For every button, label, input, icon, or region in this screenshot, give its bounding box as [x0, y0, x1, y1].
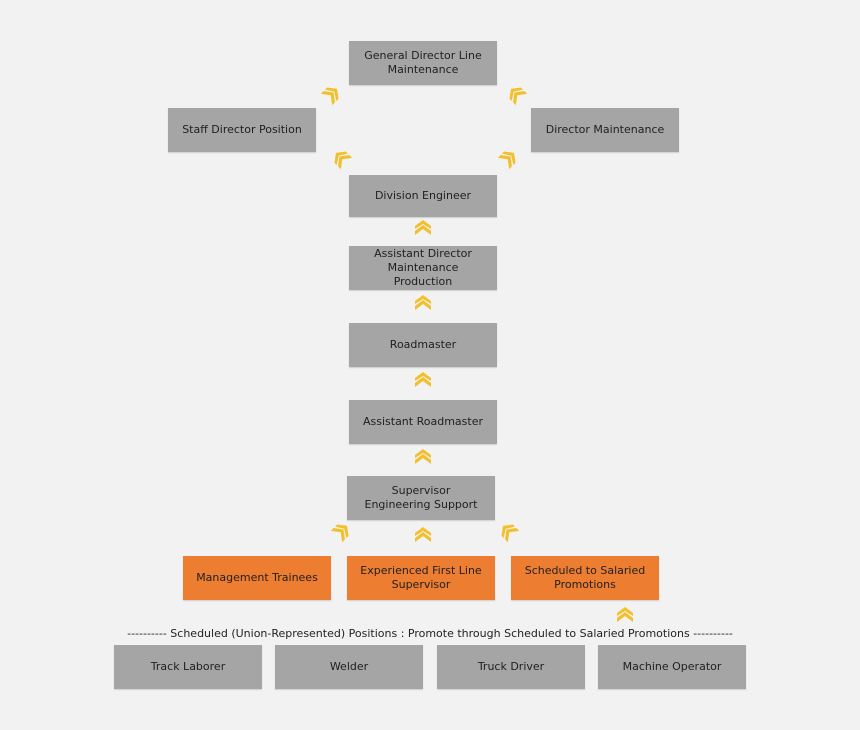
division-engineer-box: Division Engineer [349, 175, 497, 217]
machine-operator-box: Machine Operator [598, 645, 746, 689]
chevron-up-icon [326, 519, 354, 547]
staff-director-box: Staff Director Position [168, 108, 316, 152]
chevron-up-icon [504, 82, 532, 110]
track-laborer-box: Track Laborer [114, 645, 262, 689]
chevron-up-icon [413, 527, 433, 547]
chevron-up-icon [493, 146, 521, 174]
experienced-first-line-box: Experienced First Line Supervisor [347, 556, 495, 600]
chevron-up-icon [316, 82, 344, 110]
scheduled-to-salaried-box: Scheduled to Salaried Promotions [511, 556, 659, 600]
chevron-up-icon [496, 519, 524, 547]
assistant-roadmaster-box: Assistant Roadmaster [349, 400, 497, 444]
truck-driver-box: Truck Driver [437, 645, 585, 689]
scheduled-positions-note: ---------- Scheduled (Union-Represented)… [127, 627, 733, 640]
general-director-box: General Director Line Maintenance [349, 41, 497, 85]
roadmaster-box: Roadmaster [349, 323, 497, 367]
management-trainees-box: Management Trainees [183, 556, 331, 600]
assistant-director-box: Assistant Director Maintenance Productio… [349, 246, 497, 290]
chevron-up-icon [413, 449, 433, 469]
chevron-up-icon [413, 295, 433, 315]
welder-box: Welder [275, 645, 423, 689]
chevron-up-icon [615, 607, 635, 627]
supervisor-engineering-box: Supervisor Engineering Support [347, 476, 495, 520]
chevron-up-icon [413, 220, 433, 240]
chevron-up-icon [413, 372, 433, 392]
chevron-up-icon [329, 146, 357, 174]
director-maintenance-box: Director Maintenance [531, 108, 679, 152]
